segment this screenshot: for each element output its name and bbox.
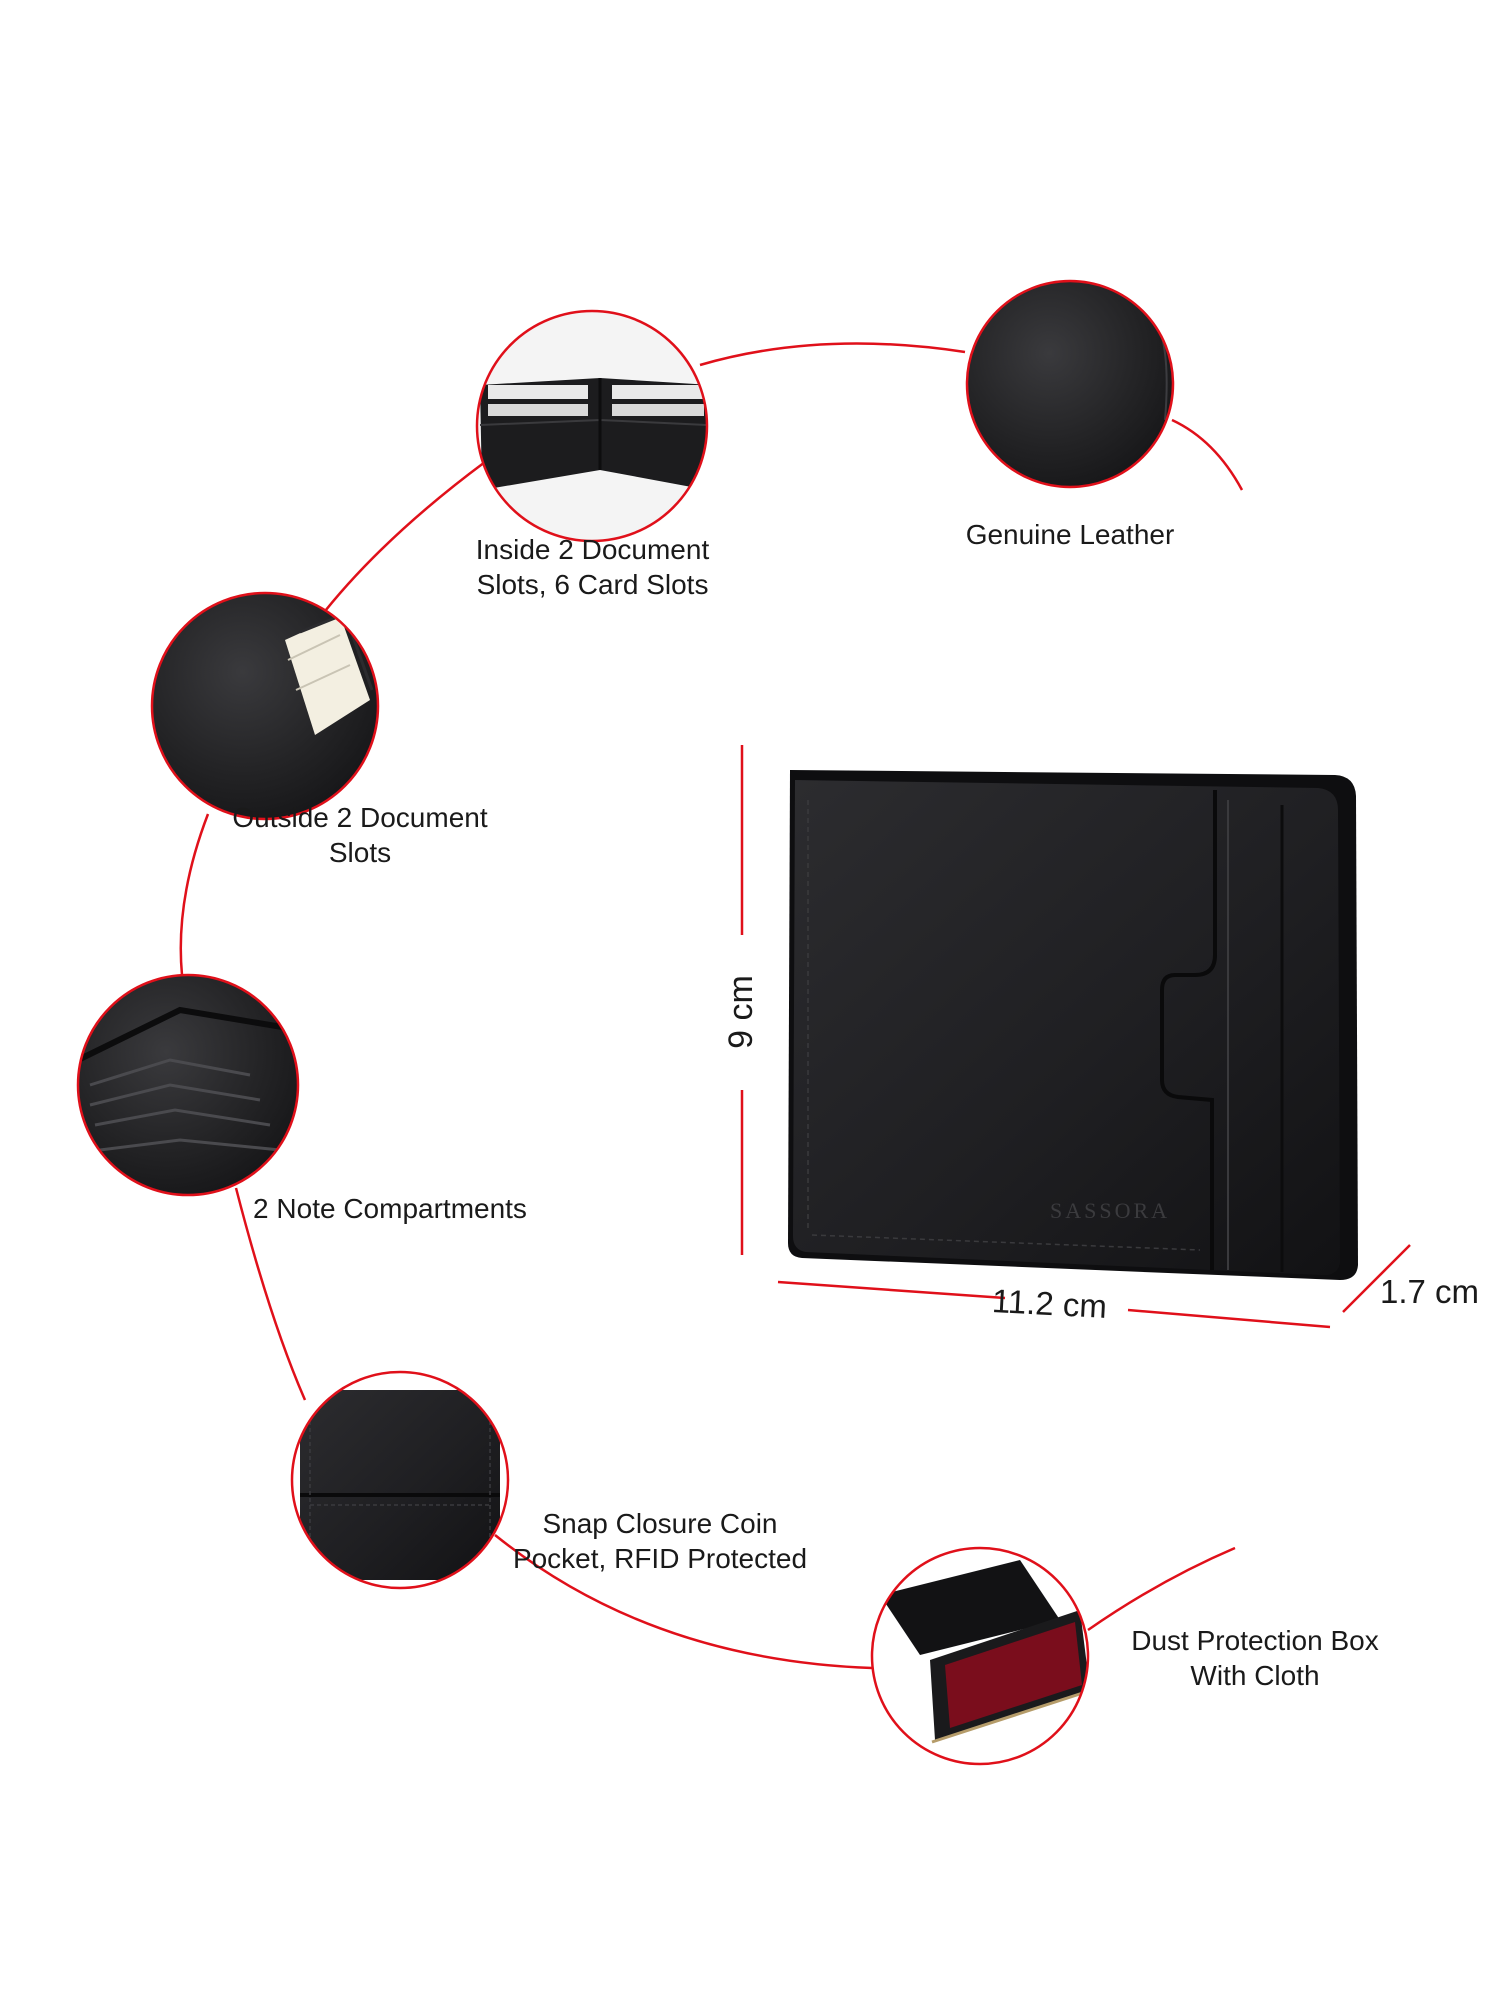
- label-note-compartments: 2 Note Compartments: [240, 1191, 540, 1226]
- label-coin-pocket-line2: Pocket, RFID Protected: [512, 1543, 808, 1574]
- width-dimension-label: 11.2 cm: [991, 1282, 1108, 1325]
- label-coin-pocket-line1: Snap Closure Coin: [542, 1508, 778, 1539]
- label-dust-box-line2: With Cloth: [1190, 1660, 1320, 1691]
- coin-pocket-detail: [290, 1370, 510, 1590]
- label-outside-slots-line1: Outside 2 Document: [232, 802, 488, 833]
- label-dust-box-line1: Dust Protection Box: [1131, 1625, 1379, 1656]
- wallet-brand-imprint: SASSORA: [1050, 1198, 1170, 1223]
- note-compartments-detail: [76, 973, 300, 1197]
- label-coin-pocket: Snap Closure Coin Pocket, RFID Protected: [495, 1506, 825, 1576]
- label-inside-slots-line1: Inside 2 Document: [475, 534, 710, 565]
- label-outside-slots: Outside 2 Document Slots: [215, 800, 505, 870]
- genuine-leather-detail: [965, 279, 1175, 489]
- depth-line: [1342, 1244, 1411, 1313]
- wallet-product-image: SASSORA: [788, 770, 1358, 1280]
- label-note-compartments-line1: 2 Note Compartments: [253, 1193, 527, 1224]
- label-dust-box: Dust Protection Box With Cloth: [1110, 1623, 1400, 1693]
- outside-slots-detail: [150, 591, 380, 821]
- depth-dimension-label: 1.7 cm: [1380, 1273, 1480, 1310]
- dust-box-detail: [870, 1546, 1090, 1766]
- height-dimension-label: 9 cm: [722, 975, 760, 1049]
- dimension-lines: [740, 745, 1411, 1329]
- label-inside-slots-line2: Slots, 6 Card Slots: [476, 569, 709, 600]
- label-genuine-leather-line1: Genuine Leather: [965, 519, 1175, 550]
- connector-arc: [179, 342, 1244, 1670]
- label-outside-slots-line2: Slots: [328, 837, 392, 868]
- width-line-right: [1127, 1308, 1331, 1329]
- inside-slots-detail: [475, 309, 709, 543]
- label-genuine-leather: Genuine Leather: [935, 517, 1205, 552]
- label-inside-slots: Inside 2 Document Slots, 6 Card Slots: [455, 532, 730, 602]
- width-line-left: [777, 1280, 1006, 1300]
